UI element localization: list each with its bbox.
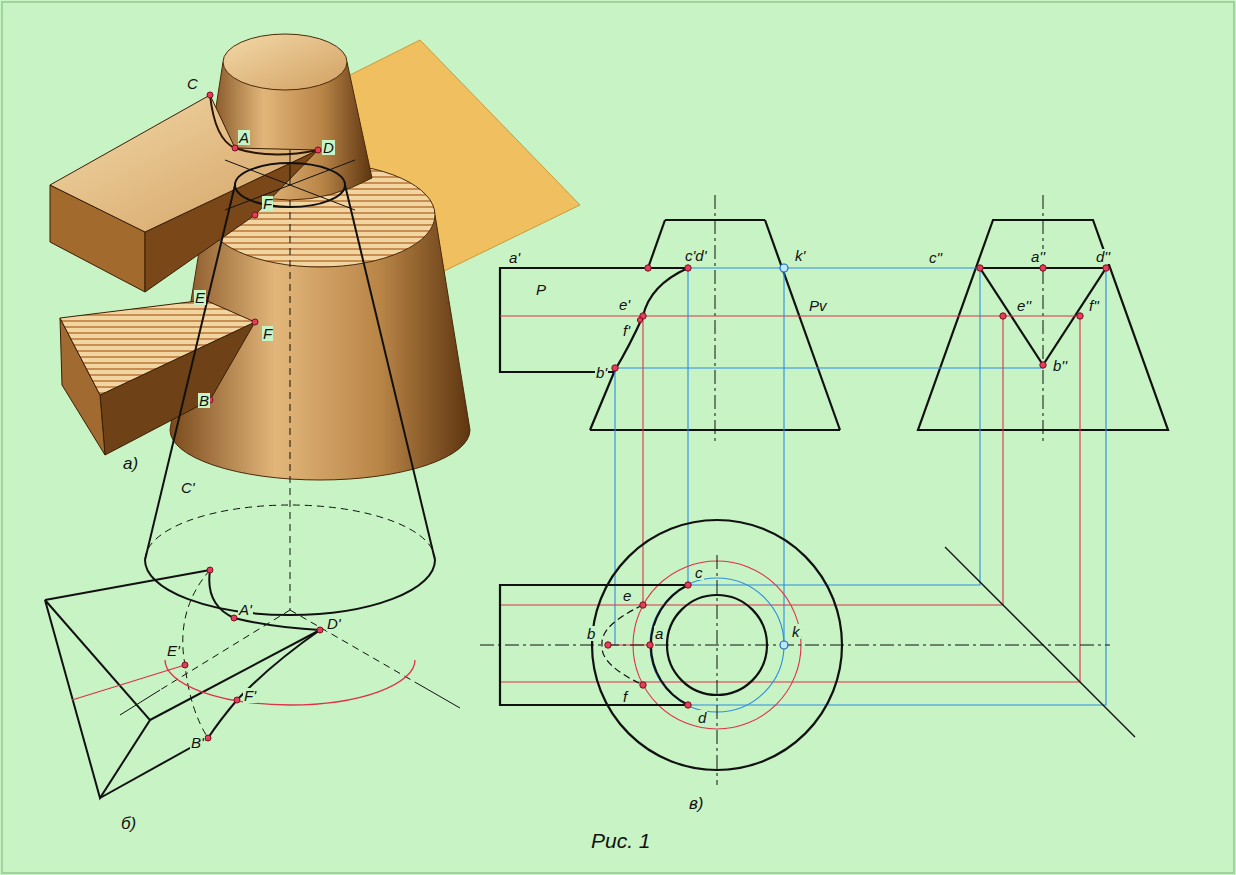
point-label: f	[622, 689, 628, 704]
panel-label: а)	[122, 455, 139, 472]
point-label: f''	[1088, 298, 1100, 313]
point-label: E'	[166, 643, 181, 658]
point-label: f'	[622, 323, 631, 338]
point-label: d	[697, 710, 707, 725]
point-label: c	[694, 565, 704, 580]
point-label: c''	[928, 250, 943, 265]
point-label: B	[198, 393, 210, 408]
point-label: a'	[508, 250, 521, 265]
point-label: k	[791, 624, 801, 639]
point-label: F	[262, 196, 273, 211]
point-label: a	[654, 626, 664, 641]
point-label: e	[622, 588, 632, 603]
point-label: e'	[618, 297, 631, 312]
point-label: c'd'	[684, 248, 708, 263]
point-label: e''	[1016, 298, 1032, 313]
figure-caption: Рис. 1	[590, 830, 652, 851]
point-label: a''	[1030, 249, 1046, 264]
point-label: F'	[243, 688, 257, 703]
panel-label: в)	[688, 795, 705, 812]
point-label: E	[194, 290, 206, 305]
point-label: b	[586, 626, 596, 641]
point-label: b''	[1052, 358, 1068, 373]
point-label: d''	[1095, 249, 1111, 264]
panel-label: б)	[120, 815, 137, 832]
point-label: B'	[190, 735, 205, 750]
point-label: P	[535, 282, 547, 297]
point-label: A	[238, 130, 250, 145]
point-label: k'	[794, 248, 806, 263]
point-label: C	[186, 76, 199, 91]
point-label: Pv	[808, 298, 828, 313]
point-label: D'	[326, 616, 342, 631]
point-label: F	[262, 326, 273, 341]
point-label: b'	[595, 365, 608, 380]
point-label: A'	[238, 602, 253, 617]
point-label: D	[322, 140, 335, 155]
point-label: C'	[180, 480, 196, 495]
